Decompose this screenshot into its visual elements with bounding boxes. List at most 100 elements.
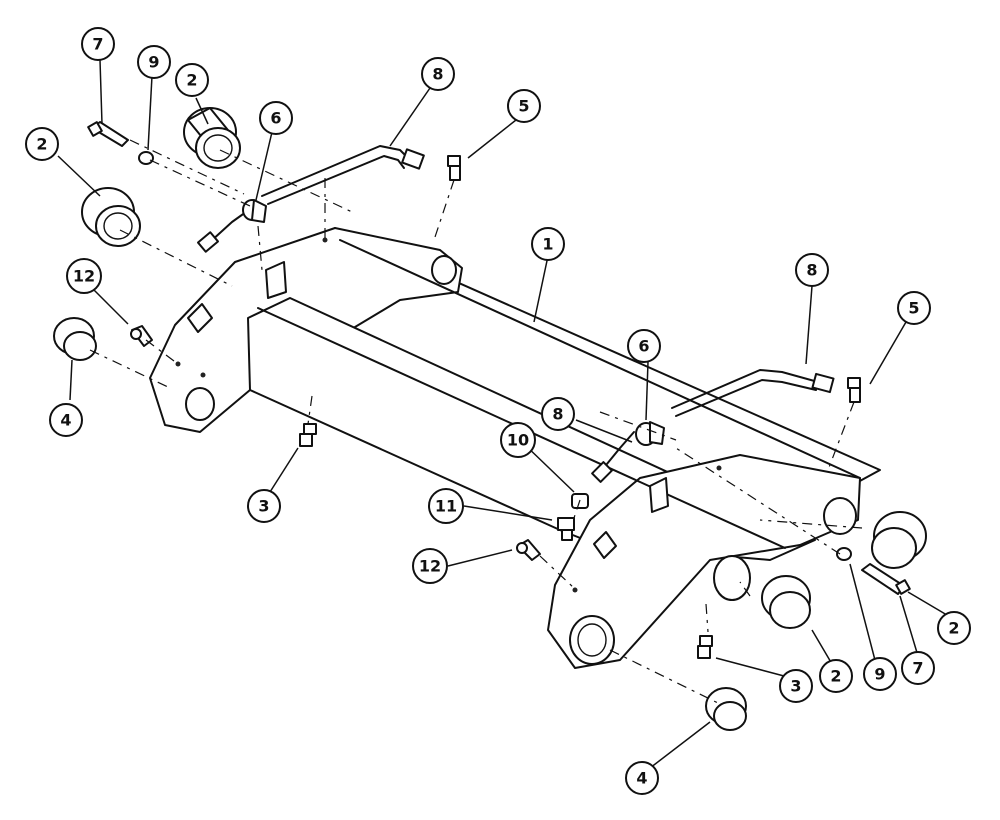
callout-c2c: 2	[937, 611, 971, 645]
bushing-4-bottom	[705, 687, 747, 731]
callout-c4b: 4	[625, 761, 659, 795]
grease-tube-short-right	[591, 431, 635, 483]
callout-circle	[500, 422, 536, 458]
callout-number: 6	[270, 109, 281, 128]
bushing-2-top-left	[183, 107, 241, 169]
bushing-4-left	[53, 317, 97, 361]
grease-tube-short-left	[197, 211, 247, 253]
grease-tube-right	[671, 369, 835, 417]
callout-c8a: 8	[421, 57, 455, 91]
callout-c1: 1	[531, 227, 565, 261]
callout-number: 8	[806, 261, 817, 280]
callout-c7b: 7	[901, 651, 935, 685]
callout-circle	[897, 291, 931, 325]
callout-number: 3	[258, 497, 269, 516]
callout-c8c: 8	[541, 397, 575, 431]
callout-circle	[779, 669, 813, 703]
callout-c11: 11	[428, 488, 464, 524]
callout-circle	[421, 57, 455, 91]
washer-9-right	[836, 547, 852, 561]
callout-circle	[937, 611, 971, 645]
callout-number: 3	[790, 677, 801, 696]
bolt-7-right	[861, 563, 911, 595]
callout-circle	[175, 63, 209, 97]
callout-c2a: 2	[25, 127, 59, 161]
callout-circle	[81, 27, 115, 61]
fitting-5-top	[447, 155, 461, 181]
callout-number: 12	[73, 267, 95, 286]
callout-c2d: 2	[819, 659, 853, 693]
callout-circle	[49, 403, 83, 437]
callout-circle	[819, 659, 853, 693]
callout-c3b: 3	[779, 669, 813, 703]
callout-circle	[795, 253, 829, 287]
callout-circle	[863, 657, 897, 691]
callout-circle	[625, 761, 659, 795]
callout-c9a: 9	[137, 45, 171, 79]
callout-number: 2	[830, 667, 841, 686]
callout-c7a: 7	[81, 27, 115, 61]
callout-c12b: 12	[412, 548, 448, 584]
callout-c4a: 4	[49, 403, 83, 437]
fitting-3-left	[299, 423, 317, 447]
callout-number: 4	[60, 411, 71, 430]
clamp-right	[635, 421, 665, 446]
callout-circle	[428, 488, 464, 524]
bushing-2-left	[81, 187, 141, 247]
callout-number: 2	[36, 135, 47, 154]
callout-c5a: 5	[507, 89, 541, 123]
callout-number: 7	[912, 659, 923, 678]
bushing-2-right	[871, 511, 927, 569]
callout-number: 5	[908, 299, 919, 318]
callout-number: 1	[542, 235, 553, 254]
callout-number: 9	[148, 53, 159, 72]
callout-number: 7	[92, 35, 103, 54]
callout-circle	[259, 101, 293, 135]
bushing-2-bottom	[761, 575, 811, 629]
fitting-3-bottom	[697, 635, 713, 659]
grease-tube-top	[261, 145, 425, 205]
callout-number: 9	[874, 665, 885, 684]
callout-number: 8	[432, 65, 443, 84]
callout-circle	[507, 89, 541, 123]
fitting-5-right	[847, 377, 861, 403]
callout-number: 5	[518, 97, 529, 116]
callout-circle	[66, 258, 102, 294]
callout-circle	[627, 329, 661, 363]
centerlines	[89, 139, 863, 705]
callout-c3a: 3	[247, 489, 281, 523]
washer-9-top	[138, 151, 154, 165]
callout-circle	[531, 227, 565, 261]
callout-circle	[25, 127, 59, 161]
grease-nipple-12-right	[516, 539, 541, 561]
callout-number: 2	[948, 619, 959, 638]
callout-number: 6	[638, 337, 649, 356]
callout-c12a: 12	[66, 258, 102, 294]
callout-number: 11	[435, 497, 457, 516]
grease-nipple-12-left	[130, 325, 153, 347]
leader-lines	[57, 59, 953, 769]
callout-circle	[247, 489, 281, 523]
callout-circle	[541, 397, 575, 431]
callout-c10: 10	[500, 422, 536, 458]
callout-c6a: 6	[259, 101, 293, 135]
clamp-left	[242, 199, 267, 223]
callout-circle	[901, 651, 935, 685]
callout-c2b: 2	[175, 63, 209, 97]
fitting-11	[557, 517, 575, 541]
callout-number: 4	[636, 769, 647, 788]
callout-c5b: 5	[897, 291, 931, 325]
callout-c8b: 8	[795, 253, 829, 287]
callout-number: 8	[552, 405, 563, 424]
callout-c9b: 9	[863, 657, 897, 691]
callout-circle	[412, 548, 448, 584]
callout-number: 2	[186, 71, 197, 90]
callout-number: 12	[419, 557, 441, 576]
callout-circle	[137, 45, 171, 79]
bolt-7-top	[87, 121, 129, 147]
callout-number: 10	[507, 431, 529, 450]
callout-c6b: 6	[627, 329, 661, 363]
